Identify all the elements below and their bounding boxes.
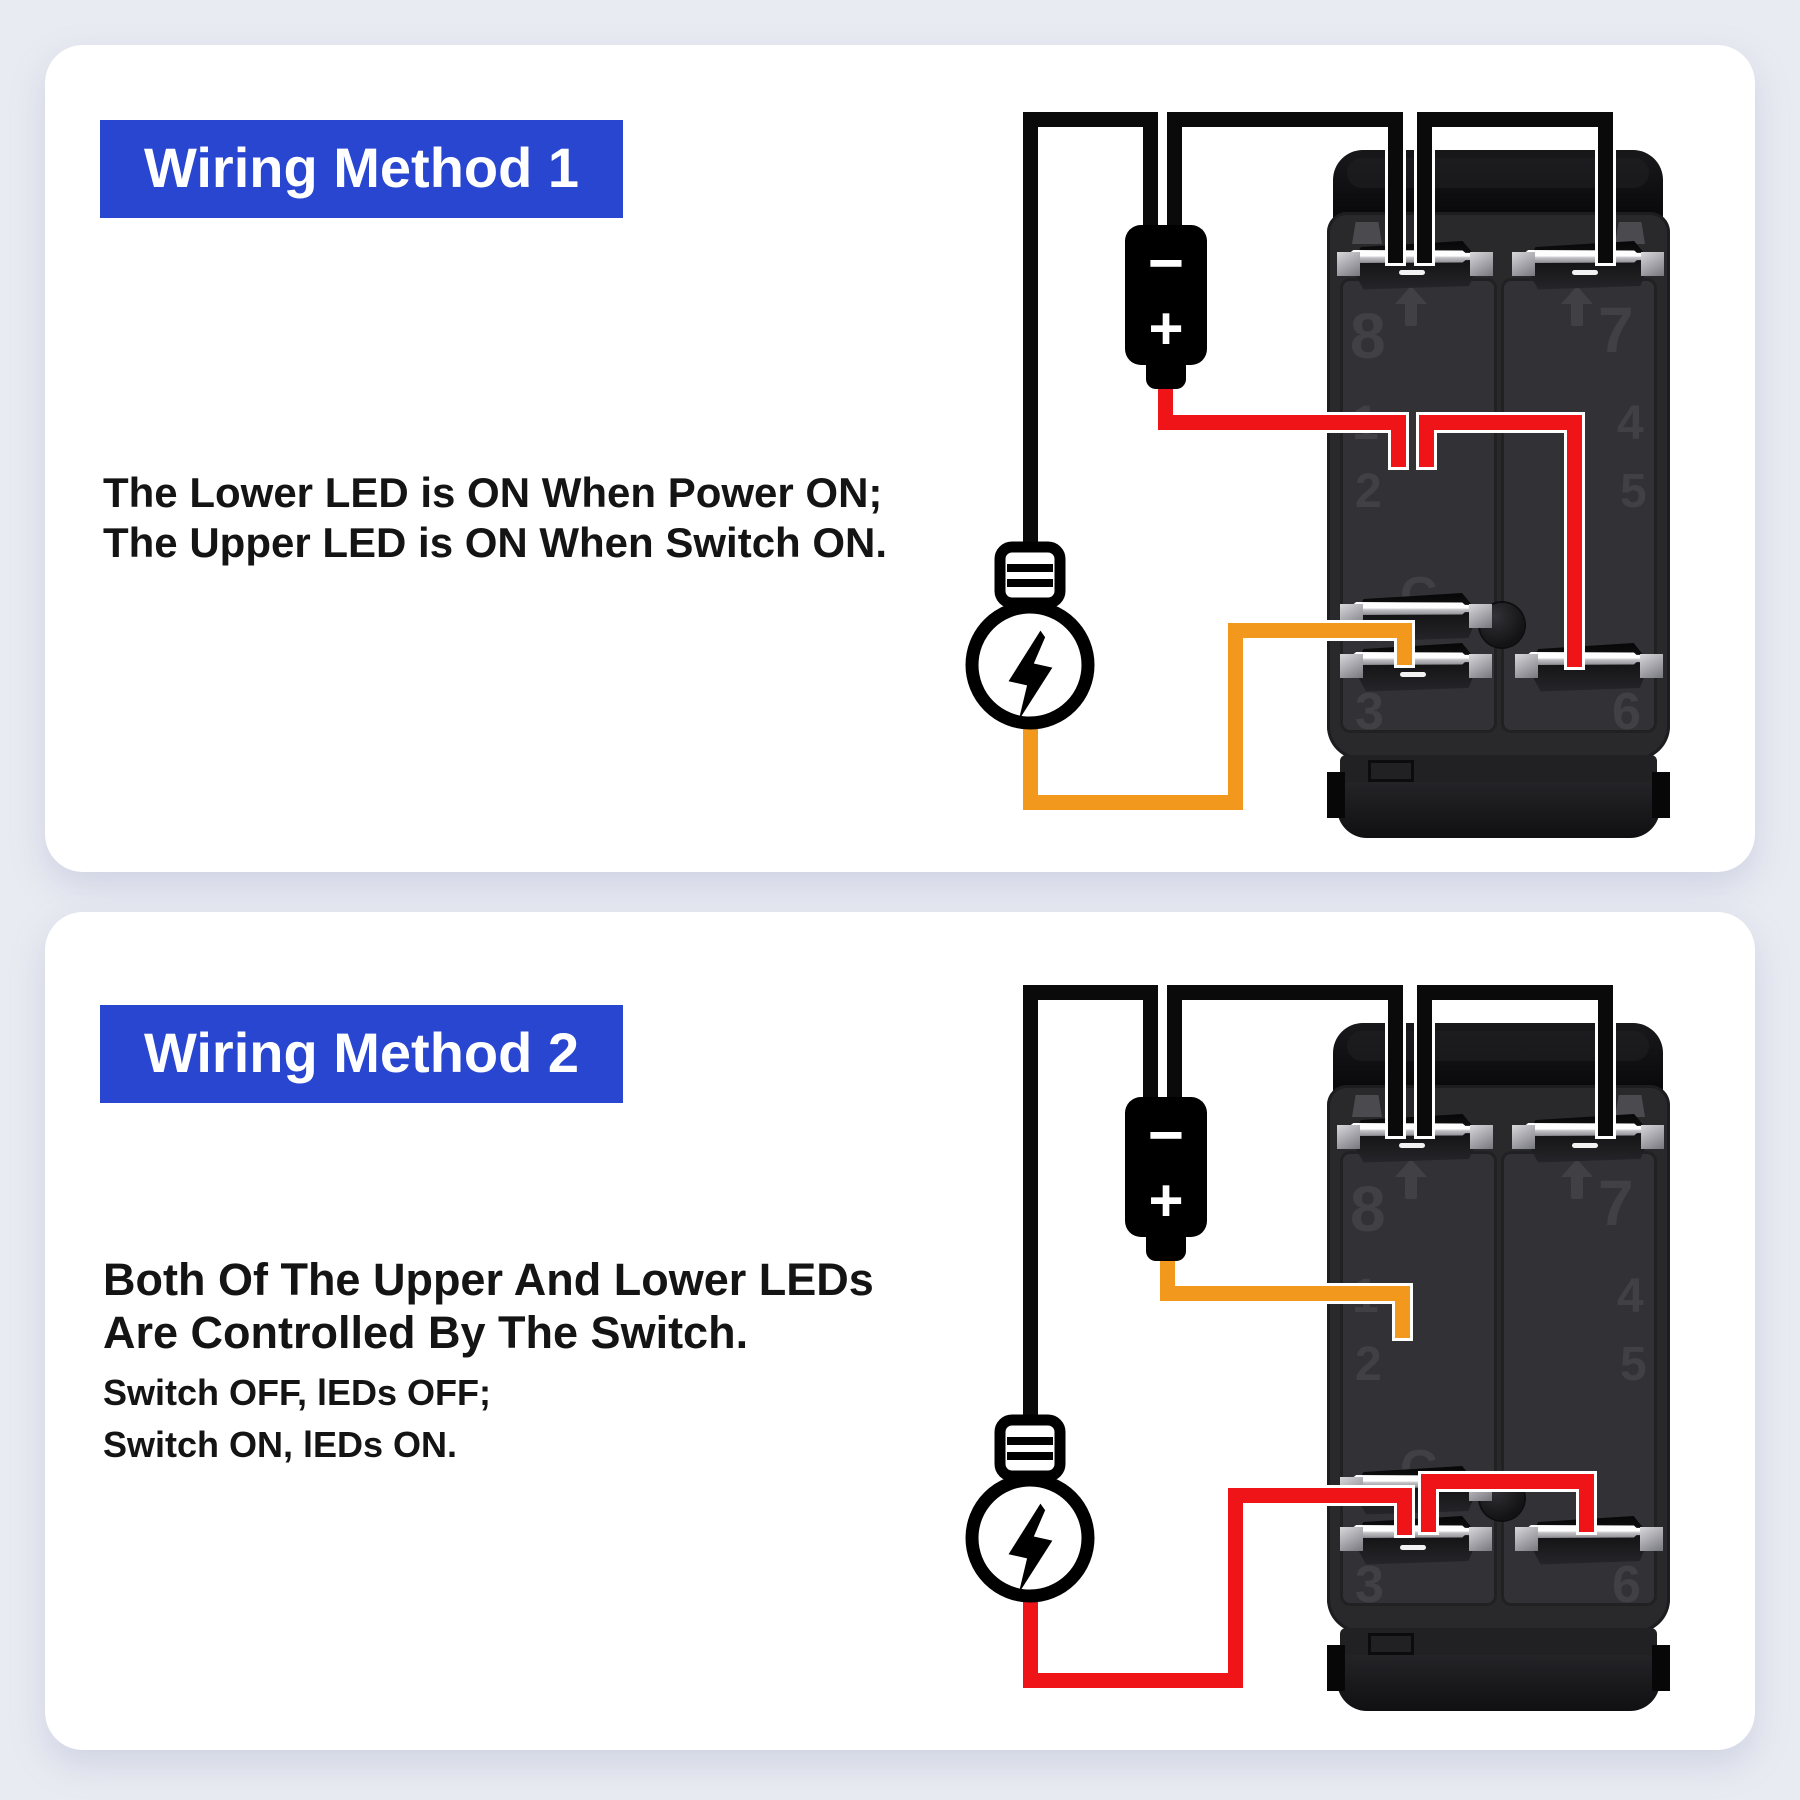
wire-segment-red <box>1023 1595 1038 1688</box>
wire-segment-black <box>1417 985 1613 1000</box>
terminal-c-3 <box>1340 640 1492 694</box>
wire-segment-red <box>1419 415 1582 430</box>
terminal-label-7: 7 <box>1598 1167 1634 1239</box>
wire-segment-black <box>1417 112 1613 127</box>
terminal-6 <box>1515 640 1663 694</box>
terminal-7 <box>1512 238 1664 292</box>
battery-terminal-nub <box>1146 1235 1186 1261</box>
battery-plus-symbol: + <box>1148 1167 1184 1234</box>
wire-segment-black <box>1417 985 1432 1136</box>
wire-segment-orange <box>1228 623 1243 810</box>
terminal-label-5: 5 <box>1620 465 1647 518</box>
wire-segment-black <box>1167 985 1182 1103</box>
wire-segment-black <box>1143 985 1158 1103</box>
terminal-label-3: 3 <box>1355 683 1384 741</box>
terminal-label-2: 2 <box>1355 1338 1382 1391</box>
wire-segment-black <box>1598 985 1613 1136</box>
terminal-7 <box>1512 1111 1664 1165</box>
battery-terminal-nub <box>1146 363 1186 389</box>
method2-title: Wiring Method 2 <box>100 1005 624 1103</box>
terminal-label-3: 3 <box>1355 1556 1384 1614</box>
wire-segment-black <box>1167 112 1182 230</box>
battery-icon: − + <box>1125 225 1207 391</box>
method1-title: Wiring Method 1 <box>100 120 624 218</box>
switch-side-notch <box>1352 222 1382 244</box>
wire-segment-orange <box>1023 795 1243 810</box>
wire-segment-black <box>1167 985 1403 1000</box>
terminal-label-4: 4 <box>1617 397 1644 450</box>
terminal-label-7: 7 <box>1598 294 1634 366</box>
description-line: Both Of The Upper And Lower LEDs <box>103 1254 874 1305</box>
wire-segment-black <box>1417 112 1432 263</box>
wire-segment-orange <box>1395 1286 1410 1338</box>
switch-side-notch <box>1615 222 1645 244</box>
wire-segment-orange <box>1397 623 1412 665</box>
wire-segment-black <box>1023 112 1158 127</box>
light-bulb-icon <box>965 1414 1095 1603</box>
wire-segment-red <box>1397 1488 1412 1535</box>
wire-segment-red <box>1158 415 1406 430</box>
wire-segment-orange <box>1023 722 1038 810</box>
battery-plus-symbol: + <box>1148 295 1184 362</box>
wire-segment-black <box>1023 985 1158 1000</box>
wire-segment-orange <box>1228 623 1412 638</box>
wire-segment-red <box>1391 415 1406 467</box>
bulb-screw-base <box>994 1414 1066 1482</box>
wire-segment-red <box>1228 1488 1243 1688</box>
description-line: The Upper LED is ON When Switch ON. <box>103 519 888 566</box>
wire-segment-black <box>1598 112 1613 263</box>
wire-segment-orange <box>1160 1286 1410 1301</box>
battery-minus-symbol: − <box>1147 1101 1185 1170</box>
terminal-label-4: 4 <box>1617 1270 1644 1323</box>
method1-title-label: Wiring Method 1 <box>144 136 580 199</box>
lightning-bolt-icon <box>1008 1503 1053 1594</box>
switch-side-block <box>1652 772 1670 818</box>
method2-description: Both Of The Upper And Lower LEDs Are Con… <box>103 1253 874 1471</box>
battery-icon: − + <box>1125 1097 1207 1263</box>
terminal-label-5: 5 <box>1620 1338 1647 1391</box>
up-arrow-icon <box>1560 1159 1594 1203</box>
terminal-label-8: 8 <box>1350 1173 1386 1245</box>
bulb-screw-base <box>994 541 1066 609</box>
wire-segment-black <box>1388 112 1403 263</box>
wire-segment-red <box>1567 415 1582 667</box>
lightning-bolt-icon <box>1008 630 1053 721</box>
wire-segment-black <box>1388 985 1403 1136</box>
wire-segment-black <box>1143 112 1158 230</box>
terminal-8 <box>1337 1111 1493 1165</box>
wire-segment-red <box>1023 1673 1243 1688</box>
description-line: Switch OFF, lEDs OFF; <box>103 1372 492 1413</box>
description-line: The Lower LED is ON When Power ON; <box>103 469 883 516</box>
up-arrow-icon <box>1560 286 1594 330</box>
description-line: Are Controlled By The Switch. <box>103 1307 749 1358</box>
wire-segment-black <box>1023 112 1038 559</box>
wire-segment-red <box>1228 1488 1412 1503</box>
method1-description: The Lower LED is ON When Power ON; The U… <box>103 468 887 568</box>
terminal-label-2: 2 <box>1355 465 1382 518</box>
terminal-metal-bar <box>1345 250 1481 263</box>
wire-segment-red <box>1421 1474 1594 1489</box>
up-arrow-icon <box>1394 286 1428 330</box>
light-bulb-icon <box>965 541 1095 730</box>
switch-bottom-cap <box>1337 782 1660 838</box>
wire-segment-black <box>1167 112 1403 127</box>
terminal-label-6: 6 <box>1612 1556 1641 1614</box>
wire-segment-red <box>1579 1474 1594 1532</box>
battery-minus-symbol: − <box>1147 229 1185 298</box>
terminal-label-8: 8 <box>1350 300 1386 372</box>
switch-side-block <box>1327 772 1345 818</box>
wire-segment-black <box>1023 985 1038 1432</box>
up-arrow-icon <box>1394 1159 1428 1203</box>
method2-title-label: Wiring Method 2 <box>144 1021 580 1084</box>
description-line: Switch ON, lEDs ON. <box>103 1424 458 1465</box>
terminal-label-6: 6 <box>1612 683 1641 741</box>
switch-flange-notch <box>1368 760 1414 782</box>
terminal-c-3 <box>1340 1513 1492 1567</box>
